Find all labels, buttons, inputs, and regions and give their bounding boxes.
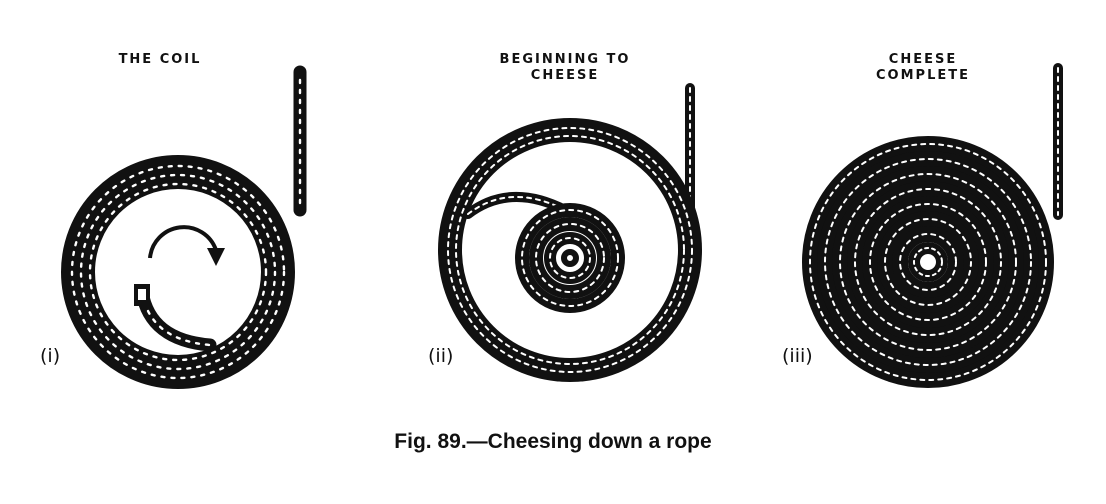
panel-heading: THE COIL: [118, 52, 202, 67]
panel-numeral: (i): [40, 345, 61, 367]
rotation-arrow-icon: [148, 225, 225, 266]
coil-illustration: [61, 65, 307, 389]
panel-cheese-complete: CHEESE COMPLETE (iii): [740, 0, 1106, 400]
complete-cheese-illustration: [802, 63, 1063, 388]
panel-beginning-to-cheese: BEGINNING TO CHEESE (ii): [360, 0, 730, 400]
panel-the-coil: THE COIL (i): [0, 0, 340, 400]
panel-numeral: (ii): [428, 345, 454, 367]
panel-numeral: (iii): [782, 345, 813, 367]
figure-caption: Fig. 89.—Cheesing down a rope: [394, 430, 712, 453]
partial-cheese-illustration: [438, 83, 702, 382]
panel-heading: CHEESE COMPLETE: [876, 52, 970, 83]
panel-heading: BEGINNING TO CHEESE: [499, 52, 631, 83]
